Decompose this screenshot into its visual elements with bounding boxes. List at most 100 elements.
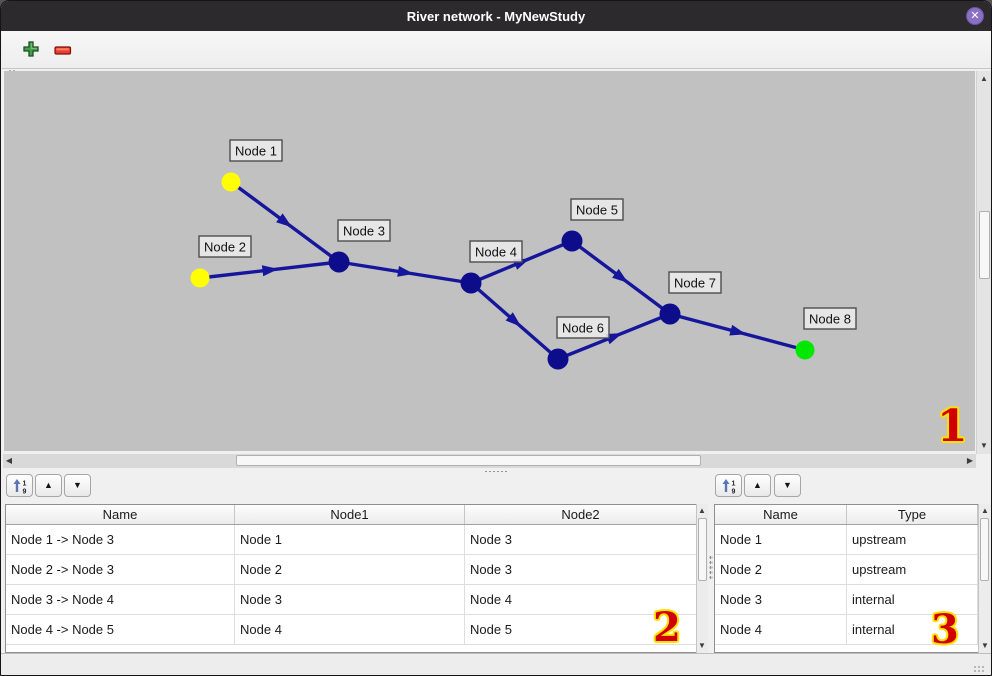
table-cell: Node 4 <box>715 615 847 644</box>
table-cell: Node 1 <box>715 525 847 554</box>
column-header-node2[interactable]: Node2 <box>465 505 697 524</box>
status-strip <box>1 653 991 675</box>
edge-arrowhead-icon <box>729 324 747 336</box>
scroll-right-icon[interactable]: ▶ <box>966 456 974 465</box>
reach-move-down-button[interactable]: ▼ <box>64 474 91 497</box>
svg-text:Node 3: Node 3 <box>343 224 385 239</box>
network-node-8[interactable] <box>795 340 815 360</box>
close-icon: ✕ <box>970 9 980 22</box>
table-cell: internal <box>847 585 978 614</box>
scroll-left-icon[interactable]: ◀ <box>5 456 13 465</box>
table-cell: upstream <box>847 555 978 584</box>
node-sort-button[interactable]: 1 9 <box>715 474 742 497</box>
reach-table-scrollbar[interactable]: ▲ ▼ <box>696 504 708 653</box>
close-button[interactable]: ✕ <box>966 7 984 25</box>
node-table-scrollbar[interactable]: ▲ ▼ <box>978 504 991 653</box>
table-cell: Node 3 <box>465 525 697 554</box>
scroll-down-icon[interactable]: ▼ <box>698 641 706 650</box>
table-cell: Node 3 -> Node 4 <box>6 585 235 614</box>
node-table-scroll-thumb[interactable] <box>980 518 989 581</box>
edge-arrowhead-icon <box>605 333 623 345</box>
resize-grip[interactable] <box>973 665 985 673</box>
network-node-5[interactable] <box>561 230 583 252</box>
annotation-1: 1 <box>937 401 968 452</box>
network-node-7[interactable] <box>659 303 681 325</box>
canvas-horizontal-scrollbar[interactable]: ◀ ▶ <box>3 454 976 468</box>
reach-move-up-button[interactable]: ▲ <box>35 474 62 497</box>
network-node-4[interactable] <box>460 272 482 294</box>
remove-node-button[interactable] <box>53 41 73 61</box>
down-triangle-icon: ▼ <box>783 480 792 490</box>
minus-icon <box>54 46 72 55</box>
canvas-vertical-scrollbar[interactable]: ▲ ▼ <box>976 71 991 454</box>
column-header-name[interactable]: Name <box>6 505 235 524</box>
titlebar[interactable]: River network - MyNewStudy ✕ <box>1 1 991 31</box>
edge-arrowhead-icon <box>505 312 522 327</box>
node-label-node-7: Node 7 <box>668 271 722 294</box>
svg-text:Node 1: Node 1 <box>235 144 277 159</box>
main-toolbar <box>2 31 991 91</box>
column-header-node1[interactable]: Node1 <box>235 505 465 524</box>
node-label-node-4: Node 4 <box>469 240 523 263</box>
add-node-button[interactable] <box>21 39 41 59</box>
sort-ascending-icon: 1 9 <box>13 478 26 494</box>
network-node-1[interactable] <box>221 172 241 192</box>
edge-arrowhead-icon <box>397 266 414 277</box>
node-label-node-3: Node 3 <box>337 219 391 242</box>
svg-text:9: 9 <box>731 488 735 494</box>
network-node-3[interactable] <box>328 251 350 273</box>
window-title: River network - MyNewStudy <box>406 8 586 24</box>
network-node-2[interactable] <box>190 268 210 288</box>
scroll-up-icon[interactable]: ▲ <box>981 506 989 515</box>
svg-text:Node 2: Node 2 <box>204 240 246 255</box>
up-triangle-icon: ▲ <box>44 480 53 490</box>
scroll-down-icon[interactable]: ▼ <box>980 441 988 450</box>
up-triangle-icon: ▲ <box>753 480 762 490</box>
scroll-up-icon[interactable]: ▲ <box>980 74 988 83</box>
canvas-hscroll-thumb[interactable] <box>236 455 701 466</box>
svg-text:Node 7: Node 7 <box>674 276 716 291</box>
table-cell: Node 1 <box>235 525 465 554</box>
reach-table-scroll-thumb[interactable] <box>698 518 707 581</box>
node-move-down-button[interactable]: ▼ <box>774 474 801 497</box>
node-move-up-button[interactable]: ▲ <box>744 474 771 497</box>
vertical-splitter-handle[interactable] <box>709 555 713 581</box>
edge-arrowhead-icon <box>612 268 629 283</box>
down-triangle-icon: ▼ <box>73 480 82 490</box>
column-header-type[interactable]: Type <box>847 505 978 524</box>
scroll-down-icon[interactable]: ▼ <box>981 641 989 650</box>
scroll-up-icon[interactable]: ▲ <box>698 506 706 515</box>
table-cell: Node 4 -> Node 5 <box>6 615 235 644</box>
node-label-node-2: Node 2 <box>198 235 252 258</box>
table-cell: Node 2 <box>235 555 465 584</box>
reach-sort-button[interactable]: 1 9 <box>6 474 33 497</box>
network-node-6[interactable] <box>547 348 569 370</box>
table-cell: Node 3 <box>715 585 847 614</box>
column-header-name[interactable]: Name <box>715 505 847 524</box>
horizontal-splitter[interactable] <box>1 468 991 474</box>
table-cell: Node 2 -> Node 3 <box>6 555 235 584</box>
svg-text:1: 1 <box>731 480 735 487</box>
table-row-partial <box>715 645 990 652</box>
canvas-vscroll-thumb[interactable] <box>979 211 990 279</box>
annotation-3: 3 <box>931 606 959 653</box>
table-cell: Node 3 <box>465 555 697 584</box>
table-cell: Node 1 -> Node 3 <box>6 525 235 554</box>
splitter-handle-dots <box>484 470 508 473</box>
node-label-node-5: Node 5 <box>570 198 624 221</box>
edge-arrowhead-icon <box>261 265 279 277</box>
